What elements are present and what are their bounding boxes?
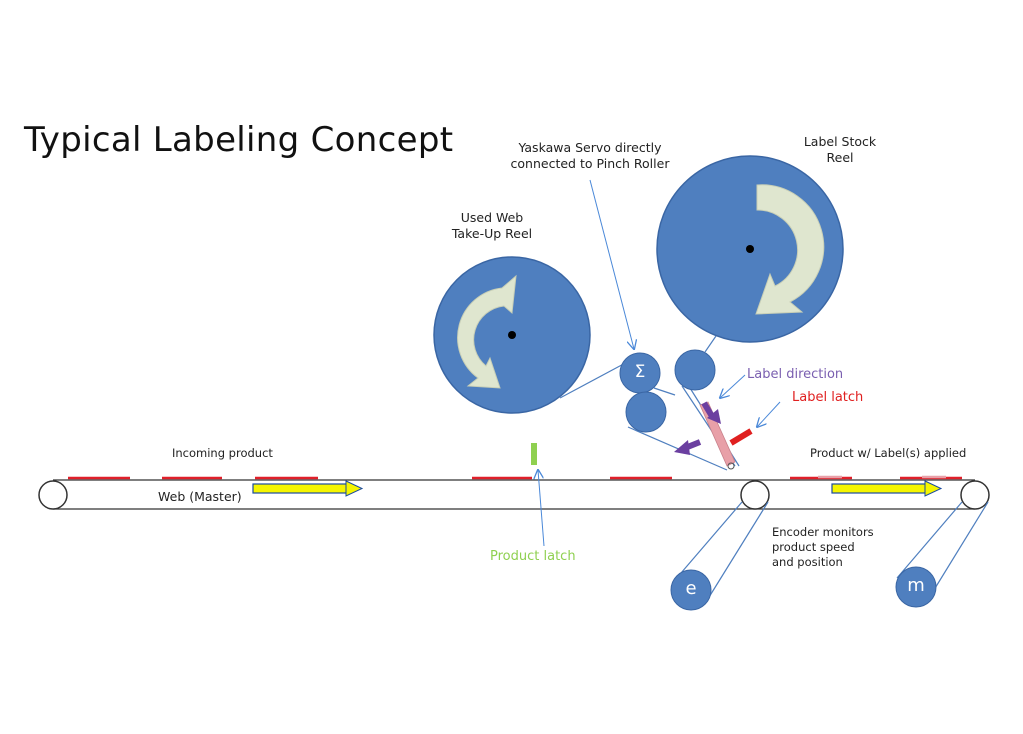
product-applied-label: Product w/ Label(s) applied: [810, 446, 967, 460]
incoming-product-label: Incoming product: [172, 446, 273, 460]
label-stock-reel-label: Label Stock Reel: [790, 134, 890, 166]
servo-leader: [589, 179, 634, 349]
take-up-reel-rotation-arrow: [457, 274, 517, 389]
motor-symbol: m: [907, 575, 925, 596]
encoder-label: Encoder monitors product speed and posit…: [772, 525, 874, 570]
lower-pinch-roller: [625, 391, 667, 433]
web-master-label: Web (Master): [158, 489, 242, 504]
product-latch-leader: [538, 470, 545, 547]
web-direction-arrow-right: [831, 480, 943, 497]
take-up-reel-label-line2: Take-Up Reel: [451, 226, 533, 241]
label-direction-label: Label direction: [747, 367, 844, 382]
servo-symbol: Σ: [634, 362, 646, 382]
guide-roller: [674, 349, 716, 391]
product-latch-sensor: [531, 443, 537, 465]
encoder: [670, 569, 712, 611]
stock-reel-rotation-arrow: [755, 184, 825, 315]
drive-motor: [895, 566, 937, 608]
belt-roller-encoder: [740, 480, 770, 510]
servo-label-line1: Yaskawa Servo directly: [518, 140, 662, 155]
take-up-reel-label-line1: Used Web: [460, 210, 524, 225]
product-latch-label: Product latch: [490, 549, 576, 564]
label-stock-reel: [656, 155, 844, 343]
label-direction-leader: [720, 374, 746, 398]
stock-reel-label-line1: Label Stock: [803, 134, 877, 149]
encoder-label-line3: and position: [772, 555, 843, 569]
take-up-reel-label: Used Web Take-Up Reel: [437, 210, 547, 242]
label-latch-label: Label latch: [792, 390, 864, 405]
belt-roller-drive: [960, 480, 990, 510]
label-latch-leader: [757, 401, 781, 427]
label-latch-sensor: [729, 428, 753, 446]
drive-belts: [674, 501, 989, 603]
stock-reel-label-line2: Reel: [826, 150, 854, 165]
web-direction-arrow-left: [252, 480, 364, 497]
encoder-label-line1: Encoder monitors: [772, 525, 874, 539]
leader-lines: [538, 179, 781, 547]
belt-roller-left: [38, 480, 68, 510]
peel-tip: [727, 462, 735, 470]
servo-label: Yaskawa Servo directly connected to Pinc…: [500, 140, 680, 172]
page-title: Typical Labeling Concept: [24, 120, 454, 160]
encoder-label-line2: product speed: [772, 540, 855, 554]
take-up-reel: [433, 256, 591, 414]
label-direction-arrows: [674, 401, 721, 455]
conveyor-belt: [38, 479, 990, 510]
servo-label-line2: connected to Pinch Roller: [510, 156, 670, 171]
encoder-symbol: e: [685, 578, 697, 599]
